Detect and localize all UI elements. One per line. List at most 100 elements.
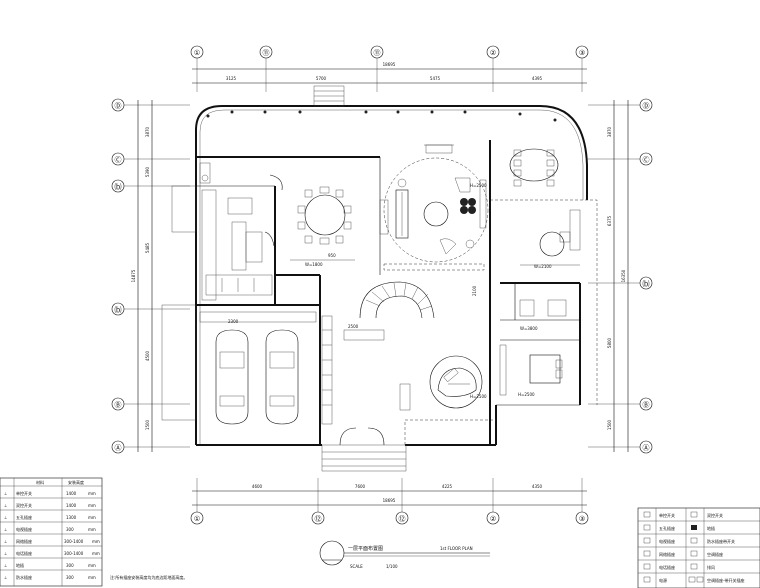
dim-seg: 1500	[145, 419, 150, 430]
dim-seg: 4600	[252, 484, 263, 489]
axis-label: ⑫	[315, 515, 322, 523]
drawing-title: 一层平面布置图 1st FLOOR PLAN SCALE 1/100	[319, 540, 490, 569]
legend-name: 五孔插座	[16, 514, 32, 520]
axis-label: Ⓐ	[643, 444, 650, 452]
legend-name: 防水插座	[16, 574, 32, 580]
legend-h: 1300	[66, 515, 77, 520]
legend-u: mm	[92, 551, 100, 556]
staircase: 2500 2100	[343, 281, 477, 411]
dim-seg: 6375	[607, 215, 612, 226]
legend-item: 网络插座	[659, 551, 675, 557]
legend-sym: ⊥	[4, 515, 8, 520]
note: W=1800	[305, 262, 323, 267]
note: W=2100	[534, 264, 552, 269]
axis-label: ③	[579, 49, 585, 57]
legend-u: mm	[88, 575, 96, 580]
legend-u: mm	[88, 563, 96, 568]
axis-label: Ⓐ	[115, 444, 122, 452]
dim-total: 18695	[383, 62, 396, 67]
axis-label: ①	[194, 515, 200, 523]
scale-value: 1/100	[386, 564, 398, 569]
kitchen	[199, 162, 273, 301]
living-room: H=2500	[379, 144, 489, 271]
piano-area: H=2500	[429, 355, 487, 409]
legend-sym: ⊥	[4, 575, 8, 580]
note: 2100	[472, 285, 477, 296]
dim-total: 14875	[131, 269, 136, 282]
legend-sym: ⊥	[4, 551, 8, 556]
legend-item: 电视插座	[659, 538, 675, 544]
note: H=2500	[470, 394, 487, 399]
tea-area	[509, 148, 559, 187]
legend-h: 1400	[66, 491, 77, 496]
dim-seg: 5390	[145, 166, 150, 177]
title-cn: 一层平面布置图	[348, 545, 383, 552]
exterior-walls	[161, 85, 598, 446]
left-dimension-lines: 14875 3870 5390 5485 4500 1500	[124, 100, 190, 452]
dim-seg: 5475	[430, 76, 441, 81]
legend-item: 双控开关	[707, 512, 723, 518]
axis-label: Ⓒ	[115, 156, 122, 164]
legend-header: 材料	[36, 479, 44, 485]
axis-label: ⑪	[263, 49, 270, 57]
legend-sym: ⊥	[4, 563, 8, 568]
legend-h: 1400	[66, 503, 77, 508]
dim-total: 18695	[383, 498, 396, 503]
bottom-dimension-lines: 4600 7600 4225 4350 18695	[192, 478, 587, 512]
dim-seg: 3870	[607, 126, 612, 137]
legend-u: mm	[88, 527, 96, 532]
axis-label: Ⓓ	[643, 102, 650, 110]
note: 2300	[228, 319, 239, 324]
note: 2500	[348, 324, 359, 329]
legend-item: 电源	[659, 577, 667, 583]
legend-name: 双控开关	[16, 502, 32, 508]
legend-item: 电话插座	[659, 564, 675, 570]
right-dimension-lines: 3870 6375 5800 1500 16350	[588, 100, 640, 452]
garage	[199, 311, 333, 425]
left-legend-table: 材料 安装高度 ⊥ 单控开关 1400 mm ⊥ 双控开关 1400 mm ⊥ …	[0, 477, 103, 587]
dim-seg: 5485	[145, 242, 150, 253]
legend-sym: ⊥	[4, 503, 8, 508]
legend-name: 网络插座	[16, 538, 32, 544]
legend-header: 安装高度	[68, 479, 84, 485]
legend-h: 300-1400	[64, 539, 84, 544]
right-legend-table: 单控开关 双控开关 五孔插座 地插 电视插座 防水插座带开关 网络插座 空调插座…	[637, 507, 760, 588]
legend-u: mm	[88, 491, 96, 496]
axis-label: ⒝	[115, 182, 122, 191]
legend-sym: ⊥	[4, 491, 8, 496]
axis-label: ②	[490, 49, 496, 57]
scale-label: SCALE	[350, 564, 363, 569]
axis-label: ③	[579, 515, 585, 523]
axis-label: ⒝	[643, 279, 650, 288]
axis-label: ②	[490, 515, 496, 523]
legend-name: 单控开关	[16, 490, 32, 496]
axis-label: ⑫	[399, 515, 406, 523]
legend-h: 300-1400	[64, 551, 84, 556]
bedroom: H=2500 W=3800	[499, 299, 567, 397]
interior-walls	[196, 140, 581, 445]
note: W=3800	[520, 326, 538, 331]
legend-item: 单控开关	[659, 512, 675, 518]
axis-label: Ⓑ	[115, 401, 122, 409]
legend-h: 300	[66, 575, 74, 580]
legend-h: 300	[66, 527, 74, 532]
dim-seg: 1500	[607, 419, 612, 430]
legend-name: 电视插座	[16, 526, 32, 532]
legend-u: mm	[88, 503, 96, 508]
axis-label: ①	[194, 49, 200, 57]
entrance	[321, 427, 407, 472]
axis-label: Ⓒ	[643, 156, 650, 164]
legend-name: 地插	[16, 562, 24, 568]
bottom-axis-bubbles: ① ⑫ ⑫ ② ③	[190, 511, 589, 525]
dim-seg: 3870	[145, 126, 150, 137]
dim-seg: 5700	[316, 76, 327, 81]
dim-seg: 3125	[226, 76, 237, 81]
dim-total: 16350	[621, 269, 626, 282]
legend-note: 注:所有插座安装高度均为底边距地面高度。	[110, 574, 187, 580]
legend-item: 防水插座带开关	[707, 538, 735, 544]
legend-u: mm	[92, 539, 100, 544]
right-axis-bubbles: Ⓓ Ⓒ ⒝ Ⓑ Ⓐ	[639, 98, 653, 454]
dim-seg: 7600	[355, 484, 366, 489]
legend-item: 五孔插座	[659, 525, 675, 531]
